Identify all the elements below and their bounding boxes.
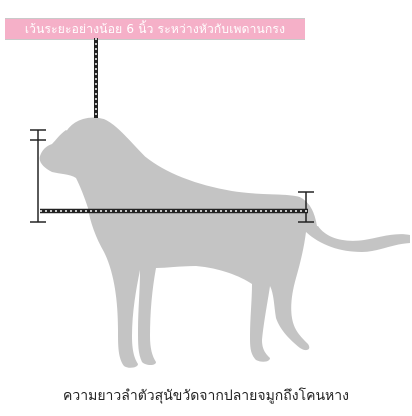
dog-silhouette (39, 116, 411, 368)
back-outline (65, 115, 319, 227)
clearance-banner-text: เว้นระยะอย่างน้อย 6 นิ้ว ระหว่างหัวกับเพ… (24, 21, 286, 36)
height-bracket (30, 129, 46, 223)
tail-base-marker (298, 191, 314, 223)
body-length-caption: ความยาวลำตัวสุนัขวัดจากปลายจมูกถึงโคนหาง (63, 388, 349, 404)
clearance-banner: เว้นระยะอย่างน้อย 6 นิ้ว ระหว่างหัวกับเพ… (5, 18, 305, 40)
